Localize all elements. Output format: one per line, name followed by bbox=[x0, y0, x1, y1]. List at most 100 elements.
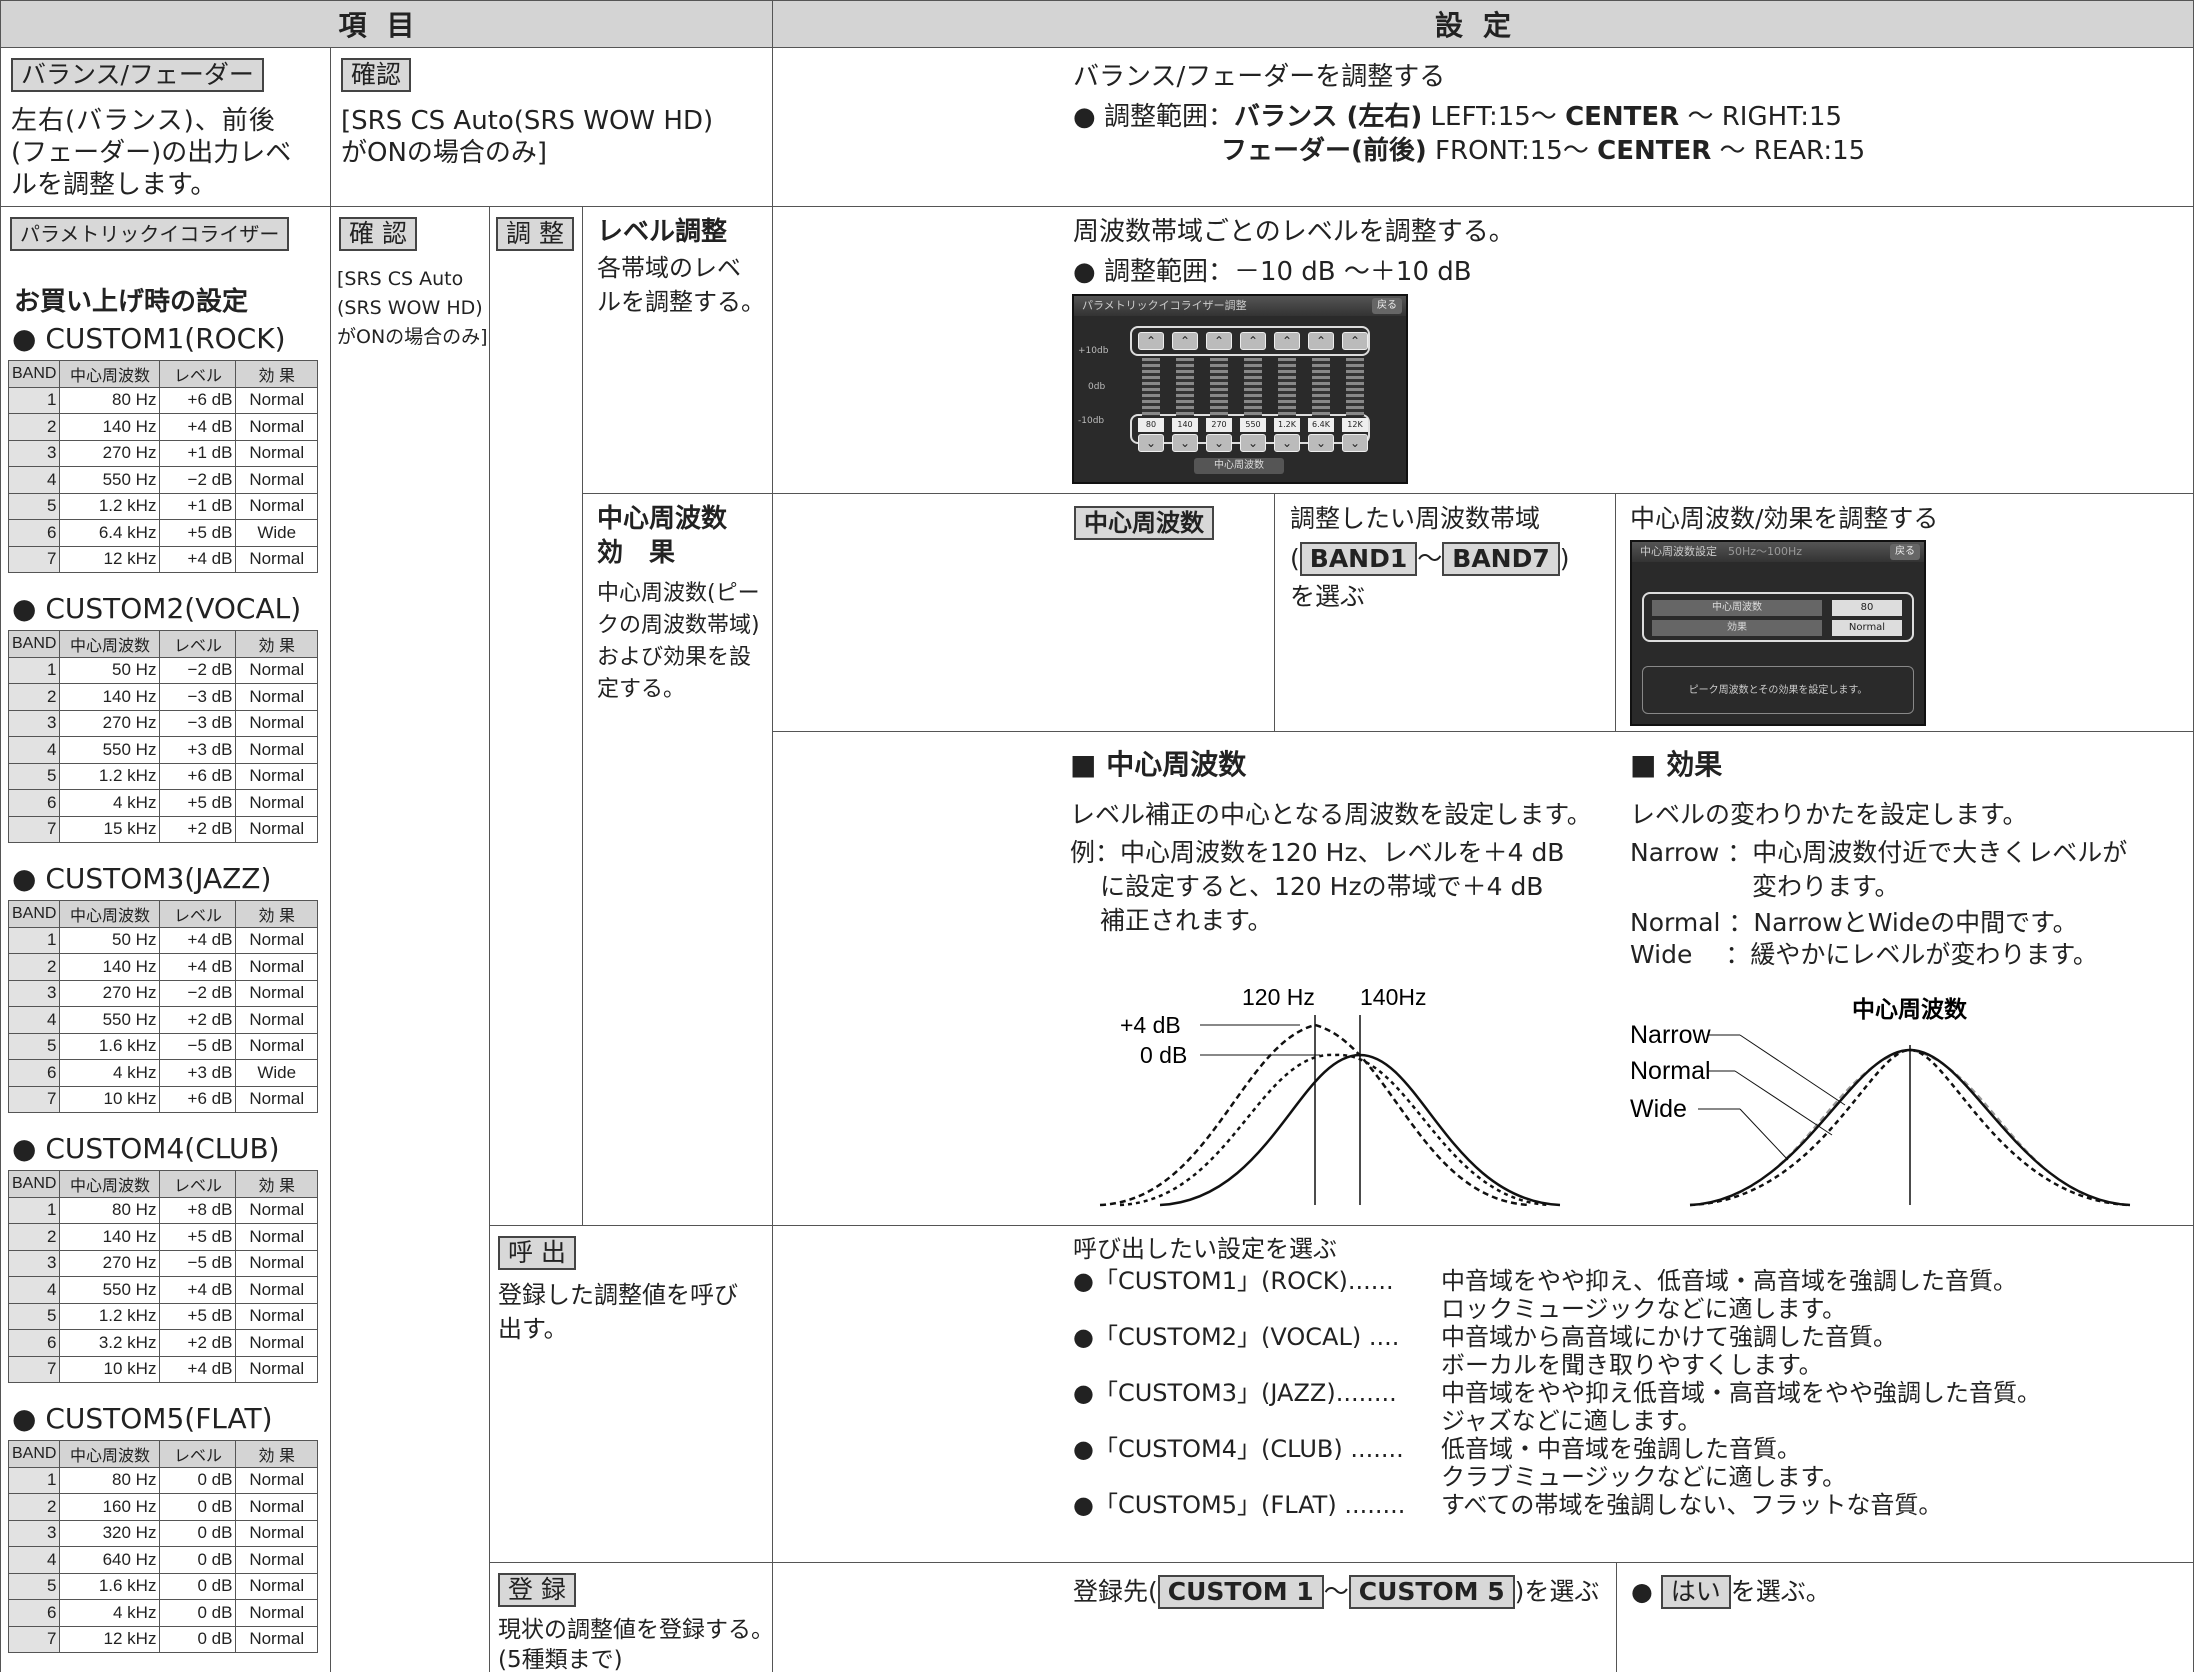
band-cell: 6 bbox=[7, 1599, 61, 1627]
effect-cell: Normal bbox=[235, 1196, 318, 1224]
recall-item-desc: 中音域をやや抑え低音域・高音域をやや強調した音質。 bbox=[1441, 1379, 2041, 1407]
db-bot-label: -10db bbox=[1078, 416, 1105, 426]
band-cell: 3 bbox=[7, 439, 61, 467]
balance-setting-title: バランス/フェーダーを調整する bbox=[1073, 62, 1446, 92]
recall-item-desc2: クラブミュージックなどに適します。 bbox=[1441, 1463, 1847, 1491]
level-adjust-cell: レベル調整 各帯域のレベ ルを調整する。 bbox=[582, 206, 773, 494]
effect-cell: Normal bbox=[235, 1519, 318, 1547]
peq-condition-3: がONの場合のみ] bbox=[337, 326, 488, 348]
recall-item-label[interactable]: ●「CUSTOM5」(FLAT) ........ bbox=[1073, 1491, 1406, 1519]
level-cell: −3 dB bbox=[159, 709, 237, 737]
level-cell: +4 dB bbox=[159, 413, 237, 441]
header-setting: 設定 bbox=[772, 0, 2194, 48]
band-level-bar bbox=[1278, 358, 1296, 416]
custom-title: ● CUSTOM1(ROCK) bbox=[12, 322, 286, 355]
band-up-button: ⌃ bbox=[1308, 332, 1334, 350]
level-cell: +8 dB bbox=[159, 1196, 237, 1224]
band-down-button: ⌄ bbox=[1240, 434, 1266, 452]
level-cell: +5 dB bbox=[159, 1302, 237, 1330]
level-cell: +4 dB bbox=[159, 1355, 237, 1383]
eq-header-cell: レベル bbox=[159, 1440, 237, 1468]
cf-screen-val1: 80 bbox=[1832, 600, 1902, 616]
register-yes-text: ● はいを選ぶ。 bbox=[1631, 1575, 1831, 1609]
peq-button[interactable]: パラメトリックイコライザー bbox=[10, 217, 290, 251]
cf-select-2: (BAND1～BAND7) bbox=[1290, 542, 1570, 576]
band7-box[interactable]: BAND7 bbox=[1442, 542, 1560, 576]
effect-cell: Normal bbox=[235, 1546, 318, 1574]
band-cell: 5 bbox=[7, 762, 61, 790]
balance-fader-button[interactable]: バランス/フェーダー bbox=[11, 58, 264, 92]
cf-text-4: 補正されます。 bbox=[1100, 906, 1273, 935]
level-cell: +2 dB bbox=[159, 815, 237, 843]
band-down-button: ⌄ bbox=[1308, 434, 1334, 452]
level-cell: +2 dB bbox=[159, 1329, 237, 1357]
effect-cell: Normal bbox=[235, 736, 318, 764]
effect-cell: Normal bbox=[235, 545, 318, 573]
cf-button[interactable]: 中心周波数 bbox=[1074, 506, 1214, 540]
level-setting-cell: 周波数帯域ごとのレベルを調整する。 ● 調整範囲：－10 dB ～＋10 dB bbox=[772, 206, 2194, 494]
recall-item-label[interactable]: ●「CUSTOM3」(JAZZ)........ bbox=[1073, 1379, 1397, 1407]
recall-button[interactable]: 呼 出 bbox=[498, 1236, 576, 1270]
level-cell: +5 dB bbox=[159, 789, 237, 817]
graph2-normal: Normal bbox=[1630, 1057, 1711, 1085]
balance-confirm-button[interactable]: 確認 bbox=[341, 58, 412, 92]
band-cell: 5 bbox=[7, 1032, 61, 1060]
recall-item-label[interactable]: ●「CUSTOM4」(CLUB) ....... bbox=[1073, 1435, 1404, 1463]
recall-desc-1: 登録した調整値を呼び bbox=[498, 1281, 738, 1309]
recall-item-label[interactable]: ●「CUSTOM1」(ROCK)...... bbox=[1073, 1267, 1394, 1295]
balance-item-cell: バランス/フェーダー 左右(バランス)、前後 (フェーダー)の出力レベ ルを調整… bbox=[0, 47, 331, 207]
level-cell: +1 dB bbox=[159, 492, 237, 520]
graph1-f2: 140Hz bbox=[1360, 984, 1426, 1010]
custom5-box[interactable]: CUSTOM 5 bbox=[1348, 1575, 1515, 1609]
recall-item-label[interactable]: ●「CUSTOM2」(VOCAL) .... bbox=[1073, 1323, 1400, 1351]
cf-title-1: 中心周波数 bbox=[597, 504, 728, 534]
effect-cell: Normal bbox=[235, 1355, 318, 1383]
register-desc-2: (5種類まで) bbox=[498, 1647, 623, 1672]
level-cell: −3 dB bbox=[159, 683, 237, 711]
balance-setting-cell: バランス/フェーダーを調整する ● 調整範囲：バランス (左右) LEFT:15… bbox=[772, 47, 2194, 207]
freq-cell: 270 Hz bbox=[59, 1249, 161, 1277]
level-cell: +1 dB bbox=[159, 439, 237, 467]
band-level-bar bbox=[1312, 358, 1330, 416]
level-cell: −2 dB bbox=[159, 656, 237, 684]
effect-cell: Normal bbox=[235, 492, 318, 520]
recall-item-desc2: ロックミュージックなどに適します。 bbox=[1441, 1295, 1847, 1323]
eq-screen-back: 戻る bbox=[1372, 298, 1402, 314]
effect-cell: Normal bbox=[235, 762, 318, 790]
recall-item-desc2: ジャズなどに適します。 bbox=[1441, 1407, 1702, 1435]
cf-curve-120hz bbox=[1099, 1023, 1531, 1207]
cf-screen-back: 戻る bbox=[1890, 544, 1920, 560]
yes-button[interactable]: はい bbox=[1660, 1575, 1731, 1609]
cf-desc-3: および効果を設 bbox=[597, 645, 752, 670]
eq-header-cell: 中心周波数 bbox=[59, 900, 161, 928]
recall-item-desc: すべての帯域を強調しない、フラットな音質。 bbox=[1441, 1491, 1943, 1519]
peq-confirm-button[interactable]: 確 認 bbox=[339, 217, 417, 251]
peq-condition-1: [SRS CS Auto bbox=[337, 268, 464, 290]
eq-header-cell: BAND bbox=[7, 900, 61, 928]
band-cell: 3 bbox=[7, 709, 61, 737]
register-button[interactable]: 登 録 bbox=[498, 1573, 576, 1607]
effect-cell: Normal bbox=[235, 1302, 318, 1330]
cf-screen-title: 中心周波数設定 50Hz～100Hz bbox=[1632, 542, 1924, 562]
band1-box[interactable]: BAND1 bbox=[1299, 542, 1418, 576]
custom1-box[interactable]: CUSTOM 1 bbox=[1157, 1575, 1324, 1609]
peq-adjust-button[interactable]: 調 整 bbox=[496, 217, 574, 251]
eff-text-4: Normal ：NarrowとWideの中間です。 bbox=[1630, 908, 2078, 937]
band-cell: 3 bbox=[7, 1519, 61, 1547]
effect-cell: Normal bbox=[235, 815, 318, 843]
band-level-bar bbox=[1210, 358, 1228, 416]
freq-cell: 270 Hz bbox=[59, 439, 161, 467]
effect-graph: 中心周波数 Narrow Normal Wide bbox=[1630, 996, 2131, 1207]
eff-head: ■ 効果 bbox=[1630, 748, 1723, 781]
level-cell: +4 dB bbox=[159, 926, 237, 954]
band-cell: 2 bbox=[7, 683, 61, 711]
freq-cell: 4 kHz bbox=[59, 1599, 161, 1627]
